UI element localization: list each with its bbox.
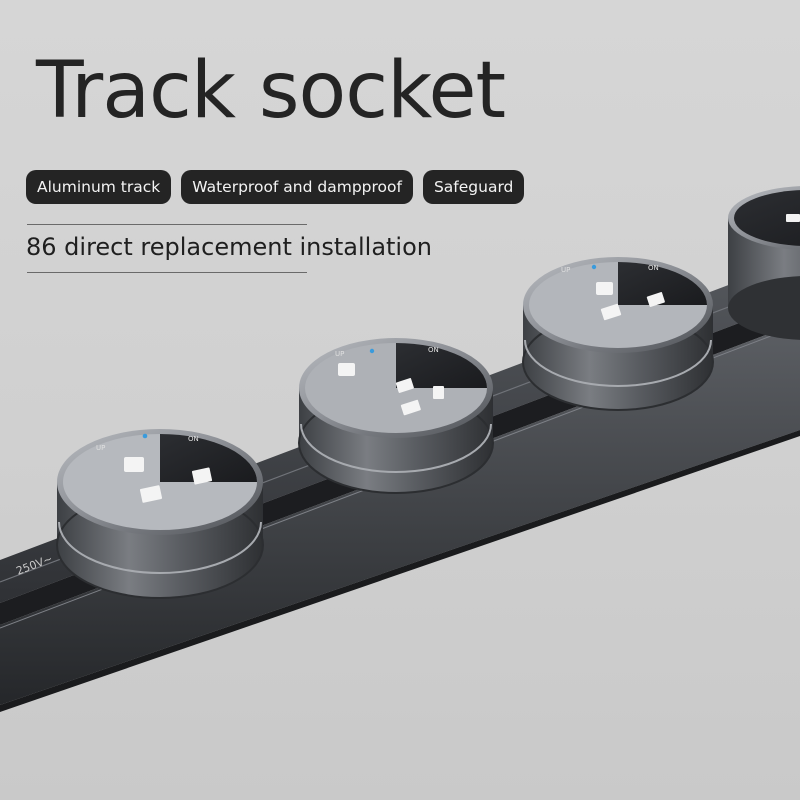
feature-badges: Aluminum track Waterproof and dampproof … bbox=[26, 170, 525, 204]
socket-1 bbox=[56, 429, 264, 599]
badge-safeguard: Safeguard bbox=[422, 170, 525, 204]
socket-3 bbox=[522, 257, 714, 411]
socket-2 bbox=[298, 338, 494, 494]
socket-2-up-label: UP bbox=[335, 350, 344, 358]
page-title: Track socket bbox=[36, 46, 506, 136]
badge-waterproof: Waterproof and dampproof bbox=[181, 170, 413, 204]
socket-3-up-label: UP bbox=[561, 266, 570, 274]
divider-bottom bbox=[27, 272, 307, 273]
socket-1-up-label: UP bbox=[96, 444, 105, 452]
installation-subtitle: 86 direct replacement installation bbox=[26, 233, 432, 261]
socket-3-on-label: ON bbox=[648, 264, 659, 272]
socket-1-on-label: ON bbox=[188, 435, 199, 443]
socket-2-on-label: ON bbox=[428, 346, 439, 354]
badge-aluminum-track: Aluminum track bbox=[26, 170, 172, 204]
divider-top bbox=[27, 224, 307, 225]
socket-4 bbox=[728, 186, 800, 340]
